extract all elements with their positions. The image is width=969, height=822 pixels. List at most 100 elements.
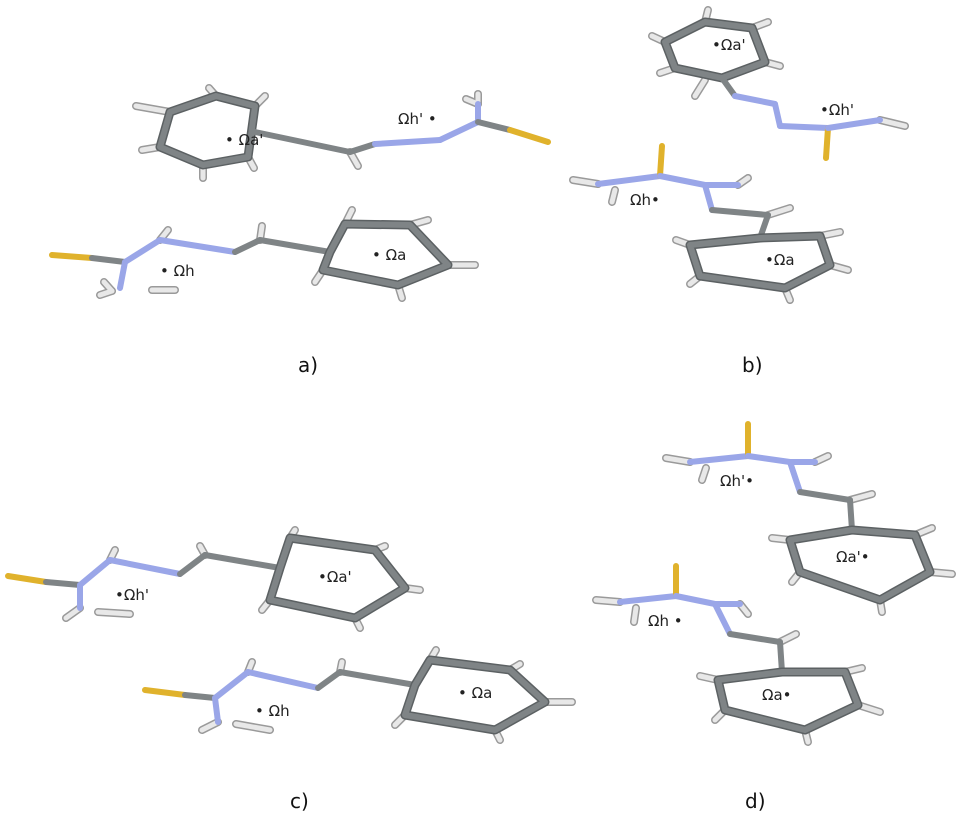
bond [712, 601, 733, 637]
label: Ωa• [762, 686, 792, 704]
bond [43, 579, 83, 588]
panel-c: •Ωh' •Ωa' [5, 526, 576, 813]
label: Ωh'• [720, 472, 754, 490]
label: Ωh• [630, 191, 660, 209]
bond [232, 237, 263, 255]
benzene-ring [787, 527, 933, 603]
label-omega-h: • Ωh [160, 262, 195, 280]
bond [777, 123, 831, 131]
bond [89, 255, 128, 265]
label: •Ωh' [820, 101, 854, 119]
benzene-ring [662, 19, 768, 81]
bond [787, 459, 803, 495]
benzene-ring [687, 233, 833, 291]
bond [657, 143, 665, 179]
label-omega-h-prime: Ωh' • [398, 110, 437, 128]
label: Ωa'• [836, 548, 870, 566]
bond [157, 237, 238, 255]
bond [745, 453, 793, 465]
bond [252, 129, 353, 155]
bond [699, 465, 709, 483]
label: •Ωa' [712, 36, 746, 54]
bond [595, 173, 663, 187]
label: •Ωa [765, 251, 795, 269]
caption-d: d) [745, 789, 766, 813]
bond [507, 127, 551, 145]
caption-c: c) [290, 789, 309, 813]
bond [765, 205, 793, 218]
label: •Ωh' [115, 586, 149, 604]
bond [177, 552, 208, 577]
label: • Ωa [458, 684, 492, 702]
bond [847, 497, 855, 533]
bond [877, 117, 908, 129]
bond [657, 173, 708, 188]
bond [692, 77, 708, 99]
bond [133, 103, 173, 115]
bond [245, 669, 321, 691]
bond [719, 75, 738, 99]
panel-d: Ωh'• Ωa'• [592, 421, 956, 813]
bond [609, 187, 618, 205]
bond [702, 182, 715, 213]
molecule-a-prime: • Ωa' Ωh' • [132, 84, 551, 182]
molecule-b: Ωh• •Ωa [569, 143, 852, 304]
caption-b: b) [742, 353, 763, 377]
group [199, 647, 575, 743]
bond [825, 117, 883, 131]
benzene-ring [715, 669, 861, 733]
bond [212, 669, 251, 701]
bond [437, 119, 481, 143]
bond [673, 593, 718, 607]
molecule-c: • Ωh • Ωa [142, 646, 576, 744]
bond [49, 252, 95, 261]
bond [202, 552, 283, 571]
label-omega-a: • Ωa [372, 246, 406, 264]
bond [475, 119, 513, 133]
bond [117, 259, 128, 291]
bond [631, 605, 639, 625]
bond [107, 557, 183, 577]
bond [77, 557, 113, 588]
molecule-a: • Ωh • Ωa [49, 206, 479, 302]
molecule-b-prime: •Ωa' •Ωh' [648, 6, 909, 161]
bond [593, 597, 623, 605]
bond [687, 453, 751, 465]
bond [101, 279, 115, 294]
molecule-d-prime: Ωh'• Ωa'• [662, 421, 956, 616]
panel-b: •Ωa' •Ωh' [569, 6, 909, 377]
label-omega-a-prime: • Ωa' [225, 131, 263, 149]
bond [337, 669, 418, 688]
bond [727, 631, 783, 645]
label: •Ωa' [318, 568, 352, 586]
bond [182, 692, 218, 701]
benzene-ring [402, 657, 548, 733]
bond [663, 455, 693, 465]
bond [823, 125, 831, 161]
bond [372, 137, 443, 147]
group [663, 453, 955, 615]
bond [315, 669, 343, 691]
bond [257, 237, 333, 255]
bond [122, 237, 163, 265]
bond [772, 101, 783, 129]
bond [142, 687, 188, 698]
benzene-ring [320, 221, 451, 288]
bond [777, 639, 785, 675]
bond [95, 609, 133, 617]
benzene-ring [157, 93, 258, 168]
benzene-ring [267, 535, 408, 621]
label: Ωh • [648, 612, 683, 630]
panel-a: • Ωa' Ωh' • [49, 84, 551, 377]
group [97, 207, 478, 301]
bond [5, 573, 49, 585]
bond [233, 721, 273, 733]
bond [347, 141, 378, 155]
molecule-c-prime: •Ωh' •Ωa' [5, 526, 424, 632]
bond [732, 93, 778, 107]
label: • Ωh [255, 702, 290, 720]
bond [570, 177, 601, 187]
bond [847, 491, 875, 503]
bond [797, 489, 853, 503]
